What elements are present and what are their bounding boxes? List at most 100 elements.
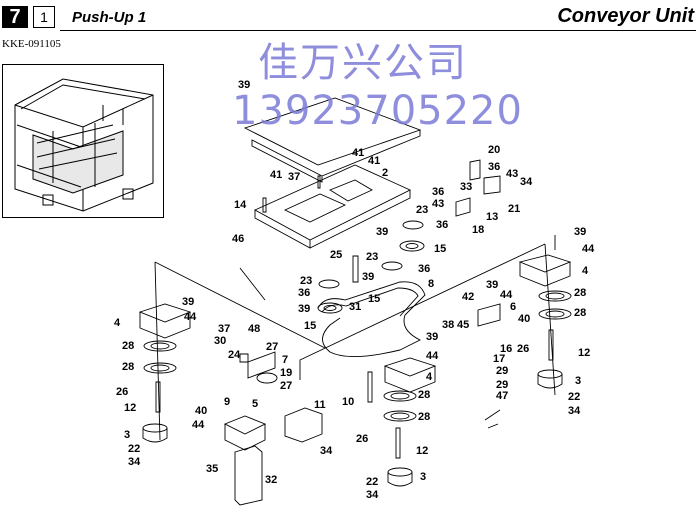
callout-label-c47: 47	[496, 390, 508, 402]
callout-label-c26c: 26	[356, 433, 368, 445]
callout-label-c36b: 36	[432, 186, 444, 198]
callout-label-c24: 24	[228, 349, 241, 361]
callout-label-c26b: 26	[116, 386, 128, 398]
callout-label-c13: 13	[486, 211, 498, 223]
document-code: KKE-091105	[2, 38, 61, 50]
callout-label-c12b: 12	[124, 402, 136, 414]
callout-label-c43a: 43	[506, 168, 518, 180]
callout-label-c39f: 39	[486, 279, 498, 291]
callout-label-c40a: 40	[518, 313, 530, 325]
callout-label-c7: 7	[282, 354, 288, 366]
callout-label-c28c: 28	[122, 340, 134, 352]
watermark-company: 佳万兴公司	[258, 40, 468, 86]
callout-label-c23c: 23	[300, 275, 312, 287]
callout-label-c27a: 27	[266, 341, 278, 353]
callout-label-c34a: 34	[520, 176, 533, 188]
callout-label-c15c: 15	[304, 320, 316, 332]
machine-overview-drawing	[14, 78, 154, 212]
callout-label-c28a: 28	[574, 287, 586, 299]
callout-label-c10: 10	[342, 396, 354, 408]
callout-label-c29b: 29	[496, 379, 508, 391]
callout-label-c26a: 26	[517, 343, 529, 355]
callout-label-c2: 2	[382, 167, 388, 179]
callout-label-c39h: 39	[426, 331, 438, 343]
callout-label-c8: 8	[428, 278, 434, 290]
callout-label-c44d: 44	[426, 350, 439, 362]
callout-label-c44a: 44	[582, 243, 595, 255]
callout-label-c38: 38	[442, 319, 454, 331]
callout-label-c4c: 4	[426, 371, 433, 383]
callout-label-c28f: 28	[418, 411, 430, 423]
callout-label-c4b: 4	[114, 317, 121, 329]
callout-label-c5: 5	[252, 398, 258, 410]
callout-label-c42: 42	[462, 291, 474, 303]
callout-label-c22c: 22	[366, 476, 378, 488]
callout-label-c36e: 36	[298, 287, 310, 299]
callout-label-c12c: 12	[416, 445, 428, 457]
callout-label-c22a: 22	[568, 391, 580, 403]
callout-label-c3c: 3	[420, 471, 426, 483]
callout-label-c34e: 34	[366, 489, 379, 501]
callout-label-c21: 21	[508, 203, 520, 215]
unit-title: Conveyor Unit	[557, 5, 694, 27]
callout-label-c36a: 36	[488, 161, 500, 173]
callout-label-c19: 19	[280, 367, 292, 379]
machine-overview-inset	[2, 64, 164, 218]
callout-label-c41b: 41	[368, 155, 380, 167]
callout-label-c43b: 43	[432, 198, 444, 210]
callout-label-c22b: 22	[128, 443, 140, 455]
callout-label-c31: 31	[349, 301, 361, 313]
callout-label-c39g: 39	[182, 296, 194, 308]
callout-label-c34b: 34	[568, 405, 581, 417]
section-number-badge: 7	[2, 6, 28, 28]
callout-label-c15b: 15	[368, 293, 380, 305]
callout-label-c39b: 39	[376, 226, 388, 238]
callout-label-c40b: 40	[195, 405, 207, 417]
callout-label-c30: 30	[214, 335, 226, 347]
callout-label-c3b: 3	[124, 429, 130, 441]
page-title: Push-Up 1	[72, 9, 147, 26]
header-rule	[60, 30, 696, 31]
callout-label-c39a: 39	[238, 79, 250, 91]
callout-label-c12a: 12	[578, 347, 590, 359]
callout-label-c44b: 44	[500, 289, 513, 301]
callout-label-c34c: 34	[128, 456, 141, 468]
callout-label-c6: 6	[510, 301, 516, 313]
callout-label-c39c: 39	[574, 226, 586, 238]
callout-label-c48: 48	[248, 323, 260, 335]
callout-label-c46: 46	[232, 233, 244, 245]
callout-label-c28b: 28	[574, 307, 586, 319]
callout-label-c39d: 39	[362, 271, 374, 283]
callout-label-c9: 9	[224, 396, 230, 408]
callout-label-c15a: 15	[434, 243, 446, 255]
callout-label-c44c: 44	[184, 311, 197, 323]
callout-label-c25: 25	[330, 249, 342, 261]
callout-label-c37b: 37	[218, 323, 230, 335]
callout-label-c23b: 23	[366, 251, 378, 263]
callout-label-c36d: 36	[418, 263, 430, 275]
callout-label-c20: 20	[488, 144, 500, 156]
callout-label-c14: 14	[234, 199, 247, 211]
callout-label-c34d: 34	[320, 445, 333, 457]
callout-label-c41c: 41	[270, 169, 282, 181]
callout-label-c27b: 27	[280, 380, 292, 392]
callout-label-c11: 11	[314, 399, 326, 411]
callout-label-c36c: 36	[436, 219, 448, 231]
callout-label-c17: 17	[493, 353, 505, 365]
callout-label-c44e: 44	[192, 419, 205, 431]
sub-number-box: 1	[33, 6, 55, 28]
callout-label-c39e: 39	[298, 303, 310, 315]
callout-label-c33: 33	[460, 181, 472, 193]
callout-label-c41a: 41	[352, 147, 364, 159]
callout-label-c28d: 28	[122, 361, 134, 373]
callout-label-c16: 16	[500, 343, 512, 355]
callout-label-c3a: 3	[575, 375, 581, 387]
watermark-phone: 13923705220	[232, 88, 523, 134]
callout-label-c37a: 37	[288, 171, 300, 183]
callout-label-c4a: 4	[582, 265, 589, 277]
callout-label-c32: 32	[265, 474, 277, 486]
callout-label-c23a: 23	[416, 204, 428, 216]
callout-label-c35: 35	[206, 463, 218, 475]
